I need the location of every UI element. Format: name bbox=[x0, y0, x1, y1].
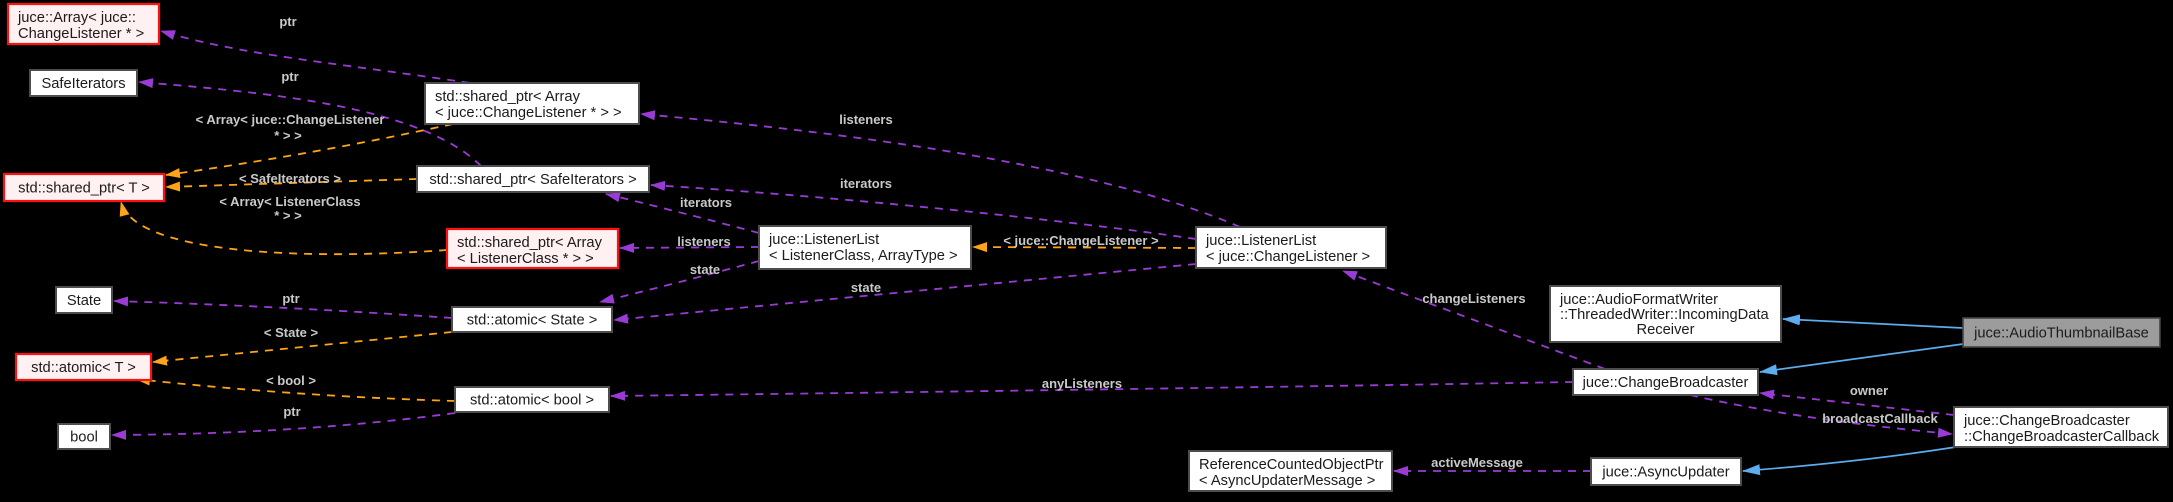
svg-text:SafeIterators: SafeIterators bbox=[41, 76, 125, 92]
svg-text:::ThreadedWriter::IncomingData: ::ThreadedWriter::IncomingData bbox=[1560, 307, 1770, 323]
svg-text:ptr: ptr bbox=[279, 14, 296, 29]
svg-text:juce::ChangeBroadcaster: juce::ChangeBroadcaster bbox=[1963, 413, 2130, 429]
svg-text:< SafeIterators >: < SafeIterators > bbox=[239, 171, 341, 186]
svg-text:< juce::ChangeListener * > >: < juce::ChangeListener * > > bbox=[435, 105, 622, 121]
svg-text:iterators: iterators bbox=[840, 176, 892, 191]
svg-text:< ListenerClass * > >: < ListenerClass * > > bbox=[457, 251, 594, 267]
svg-text:ptr: ptr bbox=[282, 291, 299, 306]
svg-text:iterators: iterators bbox=[680, 195, 732, 210]
svg-text:changeListeners: changeListeners bbox=[1422, 291, 1525, 306]
svg-text:bool: bool bbox=[70, 430, 98, 446]
svg-text:juce::Array< juce::: juce::Array< juce:: bbox=[17, 10, 136, 26]
svg-text:< juce::ChangeListener >: < juce::ChangeListener > bbox=[1003, 233, 1159, 248]
svg-text:std::shared_ptr< Array: std::shared_ptr< Array bbox=[435, 89, 581, 105]
svg-text:juce::ListenerList: juce::ListenerList bbox=[768, 232, 879, 248]
svg-text:< State >: < State > bbox=[264, 325, 319, 340]
svg-text:state: state bbox=[690, 262, 720, 277]
svg-text:anyListeners: anyListeners bbox=[1042, 376, 1122, 391]
svg-text:juce::ListenerList: juce::ListenerList bbox=[1205, 233, 1316, 249]
svg-text:< juce::ChangeListener >: < juce::ChangeListener > bbox=[1206, 249, 1370, 265]
svg-text:std::atomic< bool >: std::atomic< bool > bbox=[470, 393, 594, 409]
svg-text:< Array< ListenerClass: < Array< ListenerClass bbox=[219, 194, 360, 209]
svg-text:listeners: listeners bbox=[839, 112, 892, 127]
svg-text:ptr: ptr bbox=[283, 404, 300, 419]
svg-text:std::atomic< T >: std::atomic< T > bbox=[31, 360, 136, 376]
svg-text:< Array< juce::ChangeListener: < Array< juce::ChangeListener bbox=[196, 112, 385, 127]
svg-text:ptr: ptr bbox=[281, 69, 298, 84]
svg-text:broadcastCallback: broadcastCallback bbox=[1822, 411, 1938, 426]
svg-text:< AsyncUpdaterMessage >: < AsyncUpdaterMessage > bbox=[1199, 473, 1375, 489]
svg-text:owner: owner bbox=[1850, 383, 1888, 398]
svg-text:* > >: * > > bbox=[274, 208, 302, 223]
svg-text:std::shared_ptr< T >: std::shared_ptr< T > bbox=[18, 181, 150, 197]
svg-text:state: state bbox=[851, 280, 881, 295]
svg-text:< ListenerClass, ArrayType >: < ListenerClass, ArrayType > bbox=[769, 248, 958, 264]
svg-text:juce::AudioThumbnailBase: juce::AudioThumbnailBase bbox=[1973, 326, 2149, 342]
svg-text:juce::AudioFormatWriter: juce::AudioFormatWriter bbox=[1559, 292, 1718, 308]
svg-text:ChangeListener * >: ChangeListener * > bbox=[18, 26, 144, 42]
svg-text:std::atomic< State >: std::atomic< State > bbox=[467, 313, 598, 329]
svg-text:activeMessage: activeMessage bbox=[1431, 455, 1523, 470]
svg-text:ReferenceCountedObjectPtr: ReferenceCountedObjectPtr bbox=[1199, 457, 1384, 473]
svg-text:listeners: listeners bbox=[677, 234, 730, 249]
svg-text:std::shared_ptr< Array: std::shared_ptr< Array bbox=[457, 235, 603, 251]
svg-text:State: State bbox=[67, 293, 101, 309]
svg-text:juce::ChangeBroadcaster: juce::ChangeBroadcaster bbox=[1582, 375, 1749, 391]
svg-text:* > >: * > > bbox=[274, 128, 302, 143]
svg-text:std::shared_ptr< SafeIterators: std::shared_ptr< SafeIterators > bbox=[429, 172, 636, 188]
svg-text:::ChangeBroadcasterCallback: ::ChangeBroadcasterCallback bbox=[1964, 429, 2160, 445]
svg-text:juce::AsyncUpdater: juce::AsyncUpdater bbox=[1601, 465, 1729, 481]
svg-text:< bool >: < bool > bbox=[266, 373, 316, 388]
svg-text:Receiver: Receiver bbox=[1637, 322, 1695, 338]
